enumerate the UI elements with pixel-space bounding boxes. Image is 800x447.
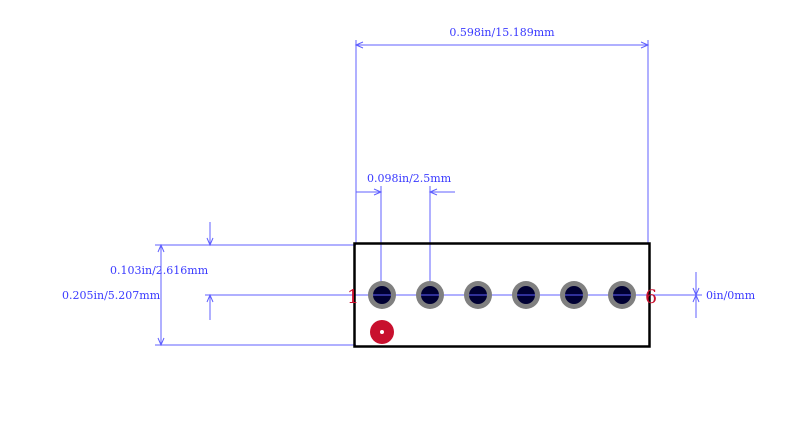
overall-height-dimension: 0.205in/5.207mm [62,243,356,347]
pin-label-first: 1 [347,286,359,308]
row-offset-label: 0.103in/2.616mm [110,264,209,277]
zero-offset-label: 0in/0mm [706,289,756,302]
pin1-marker [370,320,394,344]
pin-label-last: 6 [645,286,657,308]
pad [464,281,492,309]
row-offset-dimension: 0.103in/2.616mm [110,222,356,320]
zero-offset-dimension: 0in/0mm [648,272,756,318]
pad [560,281,588,309]
pin-pitch-label: 0.098in/2.5mm [367,172,452,185]
overall-width-label: 0.598in/15.189mm [449,26,555,39]
overall-height-label: 0.205in/5.207mm [62,289,161,302]
component-outline [353,242,651,348]
pad-row [368,281,636,309]
pad [608,281,636,309]
overall-width-dimension: 0.598in/15.189mm [354,26,650,243]
pad [512,281,540,309]
pin-pitch-dimension: 0.098in/2.5mm [356,172,455,295]
pad [416,281,444,309]
pad [368,281,396,309]
